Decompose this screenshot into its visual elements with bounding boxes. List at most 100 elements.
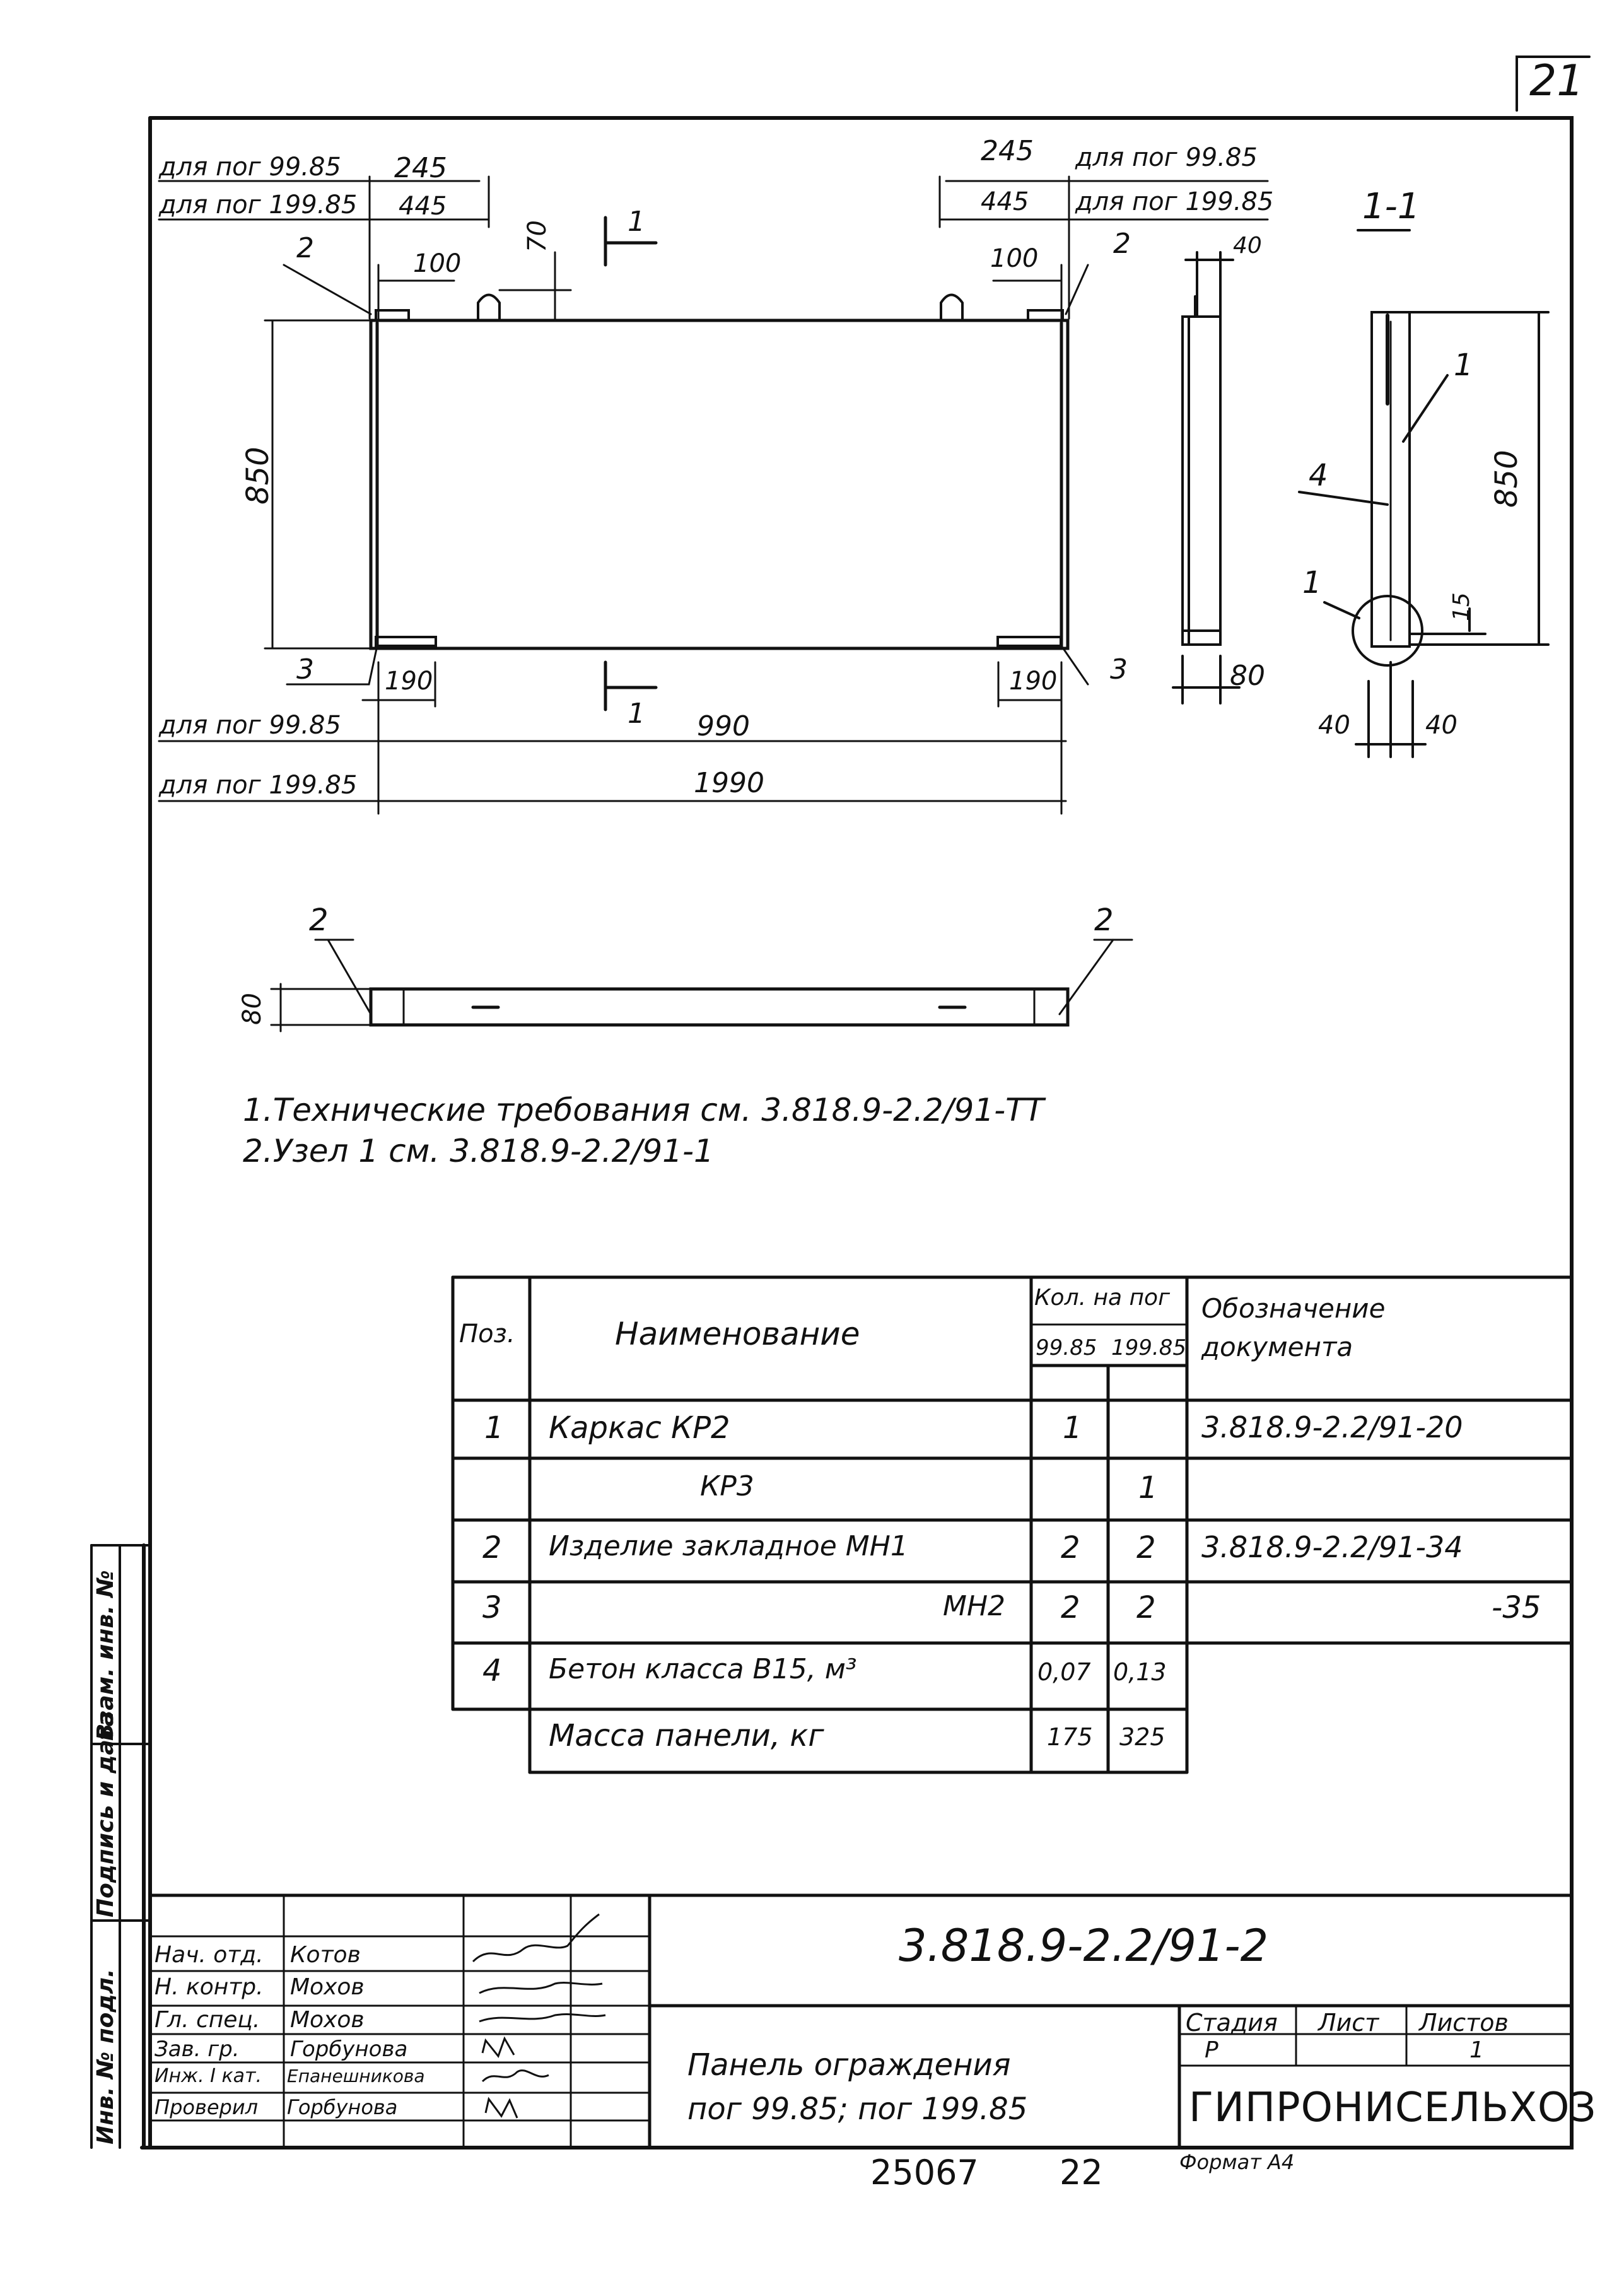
cut-mark-top: 1 [628, 206, 645, 238]
staff-role: Н. контр. [155, 1974, 264, 2000]
front-view [369, 293, 1070, 650]
label-for-199-top-right: для пог 199.85 [1075, 187, 1274, 216]
section-pos-4: 4 [1309, 458, 1328, 493]
cell-qty-a: 175 [1047, 1723, 1093, 1751]
staff-role: Гл. спец. [155, 2007, 260, 2033]
dim-100-left: 100 [413, 249, 462, 278]
pos-2-right-marker: 2 [1113, 228, 1131, 260]
cell-name: Каркас КР2 [549, 1410, 730, 1446]
cell-doc: -35 [1492, 1590, 1541, 1625]
cell-pos: 1 [484, 1410, 504, 1446]
note-1: 1.Технические требования см. 3.818.9-2.2… [243, 1092, 1044, 1128]
dim-1990: 1990 [694, 767, 764, 799]
format-label: Формат А4 [1179, 2150, 1295, 2174]
header-doc: Обозначение документа [1201, 1293, 1386, 1362]
cell-qty-b: 2 [1136, 1590, 1156, 1625]
header-qty: Кол. на пог [1034, 1285, 1170, 1311]
dim-990: 990 [697, 710, 750, 742]
dim-190-right: 190 [1009, 667, 1058, 696]
stage-label: Стадия [1186, 2009, 1278, 2037]
staff-name: Епанешникова [287, 2066, 425, 2086]
section-pos-1-top: 1 [1454, 348, 1473, 383]
side-dim-40: 40 [1233, 233, 1262, 259]
dim-445-left: 445 [399, 192, 447, 221]
cell-name: Бетон класса В15, м³ [549, 1653, 857, 1685]
cell-qty-a: 0,07 [1037, 1658, 1091, 1686]
side-view [1172, 251, 1241, 705]
note-2: 2.Узел 1 см. 3.818.9-2.2/91-1 [243, 1133, 714, 1169]
staff-role: Зав. гр. [155, 2037, 240, 2062]
plan-pos-2-right: 2 [1094, 903, 1114, 938]
sheet-number: 21 [1529, 56, 1584, 106]
title-block-lines [148, 1893, 1574, 2150]
header-name: Наименование [615, 1316, 860, 1352]
cell-qty-a: 1 [1063, 1410, 1082, 1446]
dim-445-right: 445 [981, 187, 1029, 216]
staff-name: Мохов [290, 2007, 365, 2033]
cell-doc: 3.818.9-2.2/91-34 [1201, 1530, 1463, 1564]
label-for-199-top-left: для пог 199.85 [159, 190, 358, 219]
staff-name: Мохов [290, 1974, 365, 2000]
label-for-99-top-right: для пог 99.85 [1075, 143, 1258, 172]
cell-doc: 3.818.9-2.2/91-20 [1201, 1410, 1463, 1444]
staff-name: Горбунова [290, 2037, 408, 2062]
sheet-number-box [1516, 56, 1591, 112]
plan-view [270, 939, 1133, 1032]
label-for-199-bottom: для пог 199.85 [159, 771, 358, 800]
cell-qty-b: 325 [1119, 1723, 1165, 1751]
page-number: 22 [1060, 2153, 1103, 2192]
sheets-value: 1 [1469, 2037, 1484, 2063]
sheet-label: Лист [1318, 2009, 1379, 2037]
cell-pos: 3 [482, 1590, 502, 1625]
cell-qty-b: 2 [1136, 1530, 1156, 1565]
staff-role: Проверил [155, 2095, 259, 2119]
label-for-99-bottom: для пог 99.85 [159, 711, 341, 740]
cell-qty-a: 2 [1061, 1590, 1080, 1625]
plan-pos-2-left: 2 [309, 903, 329, 938]
side-stamp-strip [90, 1544, 151, 2149]
cell-name: МН2 [943, 1590, 1006, 1622]
cut-mark-bottom: 1 [628, 698, 645, 730]
dim-245-left: 245 [394, 152, 447, 184]
section-title: 1-1 [1362, 186, 1420, 227]
section-dim-40-left: 40 [1318, 711, 1350, 740]
staff-role: Нач. отд. [155, 1942, 264, 1968]
doc-code: 3.818.9-2.2/91-2 [899, 1920, 1269, 1972]
cell-qty-b: 0,13 [1113, 1658, 1167, 1686]
cell-name: КР3 [700, 1470, 754, 1502]
title-line-1: Панель ограждения [687, 2047, 1011, 2083]
header-qty-a: 99.85 [1036, 1335, 1097, 1360]
pos-3-right-marker: 3 [1110, 653, 1128, 686]
header-qty-b: 199.85 [1111, 1335, 1186, 1360]
outer-frame [140, 116, 1574, 2150]
section-1-1-view [1298, 229, 1550, 758]
dimension-lines [158, 175, 1269, 815]
dim-100-right: 100 [990, 244, 1039, 273]
pos-2-left-marker: 2 [296, 232, 314, 264]
cut-markers [604, 216, 658, 711]
cell-pos: 4 [482, 1653, 502, 1688]
stage-value: Р [1205, 2037, 1218, 2063]
spec-table-lines [451, 1275, 1574, 1774]
pos-3-left-marker: 3 [296, 653, 314, 686]
side-dim-80: 80 [1230, 660, 1265, 692]
header-pos: Поз. [459, 1319, 515, 1348]
cell-pos: 2 [482, 1530, 502, 1565]
dim-190-left: 190 [385, 667, 433, 696]
cell-name: Изделие закладное МН1 [549, 1530, 908, 1562]
section-pos-1-bottom: 1 [1302, 565, 1322, 600]
cell-qty-b: 1 [1138, 1470, 1158, 1506]
dim-245-right: 245 [981, 135, 1034, 167]
cell-qty-a: 2 [1061, 1530, 1080, 1565]
title-line-2: пог 99.85; пог 199.85 [687, 2091, 1028, 2127]
staff-name: Котов [290, 1942, 361, 1968]
organization-name: ГИПРОНИСЕЛЬХОЗ [1189, 2085, 1597, 2131]
staff-name: Горбунова [287, 2095, 398, 2119]
label-for-99-top-left: для пог 99.85 [159, 153, 341, 182]
sheets-label: Листов [1419, 2009, 1509, 2037]
cell-name: Масса панели, кг [549, 1718, 824, 1753]
section-dim-40-right: 40 [1425, 711, 1458, 740]
